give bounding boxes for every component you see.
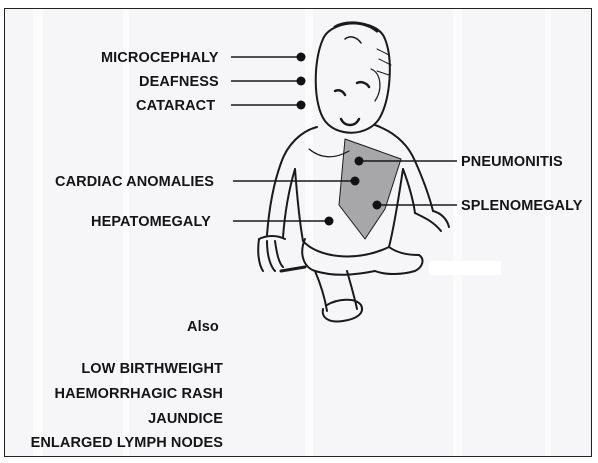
- label-cardiac-anomalies: CARDIAC ANOMALIES: [55, 174, 214, 190]
- label-splenomegaly: SPLENOMEGALY: [461, 198, 583, 214]
- label-pneumonitis: PNEUMONITIS: [461, 154, 563, 170]
- label-cataract: CATARACT: [136, 98, 215, 114]
- also-heading: Also: [187, 319, 219, 335]
- hepatomegaly-dot: [325, 217, 334, 226]
- infant-sketch: [258, 23, 449, 322]
- floor-patch: [429, 261, 501, 275]
- also-item-jaundice: JAUNDICE: [5, 411, 223, 427]
- cataract-dot: [297, 101, 306, 110]
- also-item-enlarged-lymph-nodes: ENLARGED LYMPH NODES: [5, 435, 223, 451]
- label-hepatomegaly: HEPATOMEGALY: [91, 214, 211, 230]
- label-microcephaly: MICROCEPHALY: [101, 50, 218, 66]
- also-item-haemorrhagic-rash: HAEMORRHAGIC RASH: [5, 386, 223, 402]
- also-item-low-birthweight: LOW BIRTHWEIGHT: [5, 361, 223, 377]
- deafness-dot: [297, 77, 306, 86]
- figure-frame: MICROCEPHALY DEAFNESS CATARACT CARDIAC A…: [4, 8, 592, 457]
- microcephaly-dot: [297, 53, 306, 62]
- label-deafness: DEAFNESS: [139, 74, 219, 90]
